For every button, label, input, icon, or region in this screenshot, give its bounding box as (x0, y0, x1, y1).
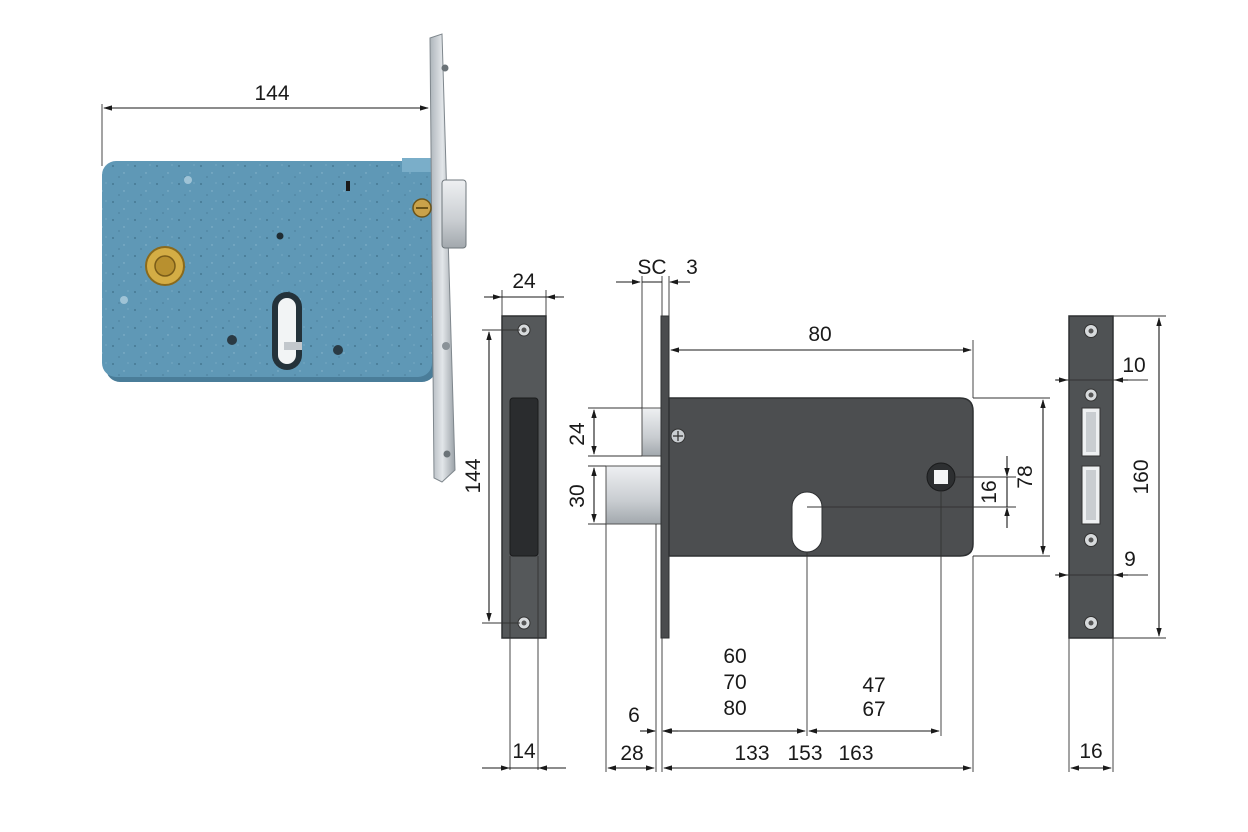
dim-spindle-height: 16 (807, 456, 1016, 528)
dim-faceplate-thickness: 14 (482, 556, 566, 771)
screw-hole-icon (443, 450, 451, 458)
latch-bolt (641, 407, 663, 457)
dim-spindle-distance: 47 67 (808, 674, 940, 734)
lock-body (102, 161, 432, 377)
label-backset-70: 70 (723, 671, 746, 694)
side-keyhole (791, 491, 823, 553)
cylinder-core-icon (154, 255, 176, 277)
label-three: 3 (686, 256, 698, 279)
label-strike-9: 9 (1124, 548, 1136, 571)
label-faceplate-width: 24 (512, 270, 536, 293)
lock-photo (102, 33, 467, 483)
label-sc: SC (637, 256, 666, 279)
label-backset-60: 60 (723, 645, 746, 668)
rivet-icon (276, 232, 284, 240)
rivet-icon (333, 345, 343, 355)
label-bolt-throw: 28 (620, 742, 643, 765)
rivet-icon (184, 176, 192, 184)
keyhole-inner (278, 298, 296, 364)
rivet-icon (227, 335, 237, 345)
label-total-163: 163 (838, 742, 873, 765)
label-faceplate-thickness: 14 (512, 740, 536, 763)
dim-cylinder-height: 78 (973, 397, 1050, 557)
spindle-pin (284, 342, 302, 350)
photo-latch (441, 179, 467, 249)
faceplate-front-view (501, 315, 547, 639)
dim-bolt-height: 30 (566, 465, 606, 525)
lock-body-top-edge (402, 158, 434, 172)
lock-side-view (605, 315, 974, 639)
screw-hole-icon (442, 342, 450, 350)
dim-six: 6 (628, 704, 678, 734)
label-strike-height: 160 (1130, 459, 1153, 494)
dim-bottom-row: 28 133 153 163 (607, 742, 972, 771)
dim-strike-9: 9 (1055, 548, 1148, 578)
rivet-icon (120, 296, 128, 304)
label-body-depth: 80 (808, 323, 831, 346)
dim-strike-10: 10 (1055, 354, 1148, 383)
screw-hole-icon (441, 64, 449, 72)
dim-strike-height: 160 (1113, 315, 1166, 639)
marking (346, 181, 350, 191)
label-latch-height: 24 (566, 422, 589, 446)
strike-plate (1068, 315, 1114, 639)
label-strike-10: 10 (1122, 354, 1145, 377)
dim-strike-width: 16 (1068, 638, 1114, 772)
dim-backset: 60 70 80 (663, 645, 806, 734)
spindle-square (934, 470, 948, 484)
label-spindle-47: 47 (862, 674, 885, 697)
label-strike-width: 16 (1079, 740, 1102, 763)
dim-photo-width: 144 (101, 82, 429, 166)
label-backset-80: 80 (723, 697, 746, 720)
label-bolt-height: 30 (566, 484, 589, 507)
dim-sc-3: SC 3 (616, 256, 698, 408)
dim-faceplate-height: 144 (462, 329, 520, 624)
label-spindle-67: 67 (862, 698, 885, 721)
photo-faceplate (429, 33, 456, 483)
label-photo-width: 144 (254, 82, 289, 105)
dim-body-depth: 80 (670, 323, 974, 398)
label-cylinder-height: 78 (1014, 465, 1037, 488)
label-total-153: 153 (787, 742, 822, 765)
dim-latch-height: 24 (566, 407, 642, 457)
faceplate-slot (509, 397, 539, 557)
dim-faceplate-width: 24 (484, 270, 564, 316)
label-faceplate-height: 144 (462, 458, 485, 493)
label-total-133: 133 (734, 742, 769, 765)
dead-bolt (605, 465, 663, 525)
side-lock-body (668, 397, 974, 557)
side-faceplate (660, 315, 670, 639)
label-spindle-height: 16 (978, 480, 1001, 503)
label-six: 6 (628, 704, 640, 727)
